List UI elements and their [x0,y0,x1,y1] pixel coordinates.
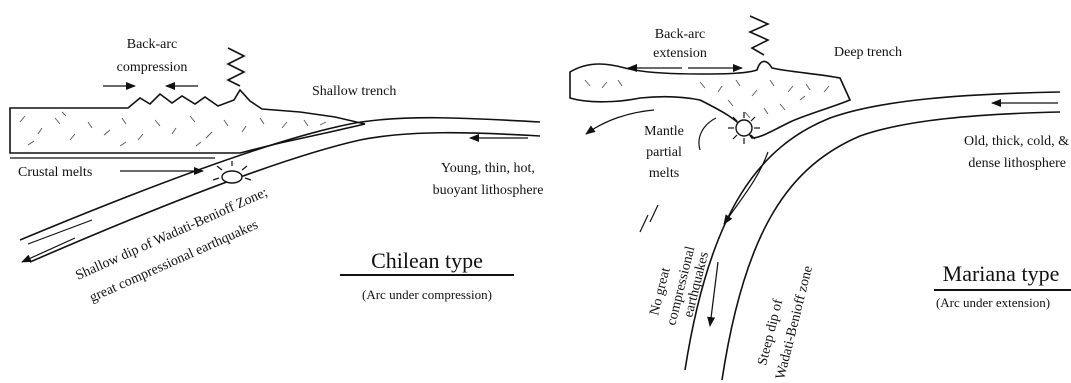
chilean-panel: Back-arc compression Shallow trench Crus… [10,37,543,306]
chilean-title: Chilean type [371,248,483,273]
mariana-lithosphere-label-1: Old, thick, cold, & [964,134,1069,149]
mariana-slab-down-arrow [710,262,718,326]
mariana-lithosphere-label-2: dense lithosphere [968,156,1066,171]
mariana-mantle-label-1: Mantle [644,124,684,139]
mariana-back-arc-label-2: extension [653,46,707,61]
mariana-melt-mark-1 [640,215,648,232]
chilean-volcano-zigzag [228,48,244,86]
chilean-trench-label: Shallow trench [312,84,396,99]
chilean-overriding-crust [10,90,365,153]
chilean-crustal-melts-label: Crustal melts [18,165,92,180]
chilean-back-arc-label-1: Back-arc [127,37,178,52]
mariana-overriding-crust [570,61,850,138]
chilean-melt-star-icon [213,161,251,183]
mariana-subtitle: (Arc under extension) [936,295,1050,310]
chilean-lithosphere-label-1: Young, thin, hot, [441,161,535,176]
mariana-volcano-zigzag [750,16,768,55]
mariana-title: Mariana type [943,261,1060,286]
mariana-back-arc-label-1: Back-arc [655,27,706,42]
chilean-back-arc-label-2: compression [117,60,188,75]
chilean-slab-down-arrow [22,238,75,262]
chilean-lithosphere-label-2: buoyant lithosphere [433,183,544,198]
chilean-subtitle: (Arc under compression) [362,287,492,302]
mariana-melt-mark-2 [650,205,658,222]
mariana-mantle-label-2: partial [646,145,682,160]
mariana-mantle-label-3: melts [649,166,679,181]
mariana-melt-rise-curve [699,118,716,150]
mariana-panel: Back-arc extension Deep trench Mantle pa… [570,16,1071,381]
mariana-trench-label: Deep trench [834,45,902,60]
